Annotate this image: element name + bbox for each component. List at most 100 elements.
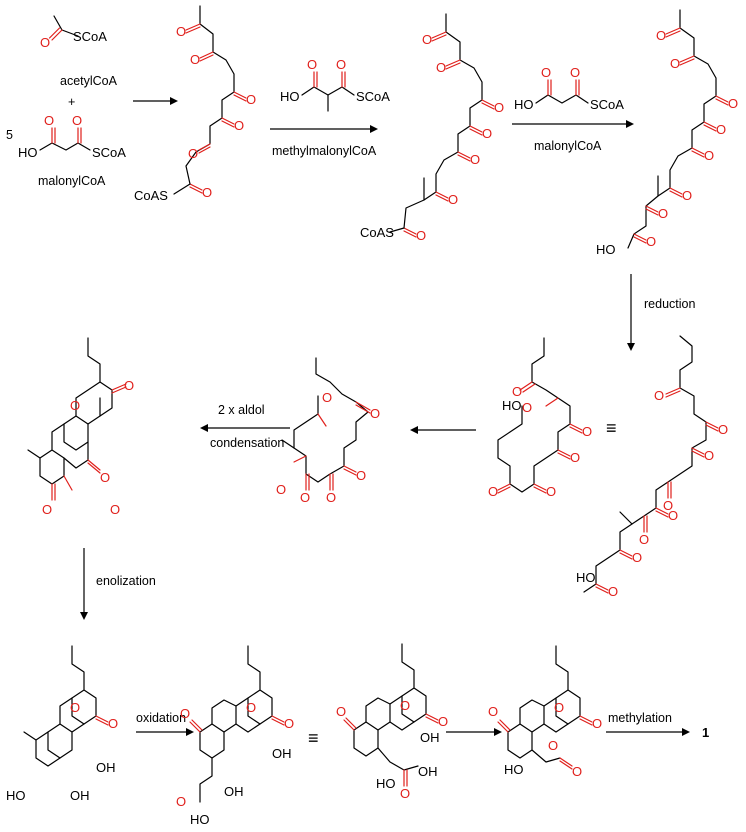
tricyclic-lactone: O O O O O HO <box>488 645 602 779</box>
atom-o: O <box>336 57 346 72</box>
atom-o: O <box>670 56 680 71</box>
atom-o: O <box>572 764 582 779</box>
atom-o: O <box>307 57 317 72</box>
hexaketide-acid-chain: O O O O O O O O HO <box>596 9 738 257</box>
atom-o: O <box>646 234 656 249</box>
atom-o: O <box>416 228 426 243</box>
chromone-dione: O O O O O <box>27 337 134 517</box>
methylmalonylcoa-label: methylmalonylCoA <box>272 144 377 158</box>
atom-o: O <box>608 584 618 599</box>
aldol-label-2: condensation <box>210 436 284 450</box>
atom-o: O <box>448 192 458 207</box>
atom-o: O <box>554 700 564 715</box>
arrow-methylmalonyl <box>270 125 378 133</box>
arrow-oxidation <box>136 728 194 736</box>
atom-o: O <box>512 384 522 399</box>
compound-number: 1 <box>702 725 709 740</box>
atom-o: O <box>682 188 692 203</box>
cyclized-intermediate: O O O O O O <box>276 357 380 505</box>
folded-polyketide: O HO O O O O O <box>488 337 592 499</box>
atom-o: O <box>300 490 310 505</box>
atom-o: O <box>718 422 728 437</box>
atom-o: O <box>541 65 551 80</box>
arrow-reduction <box>627 274 635 351</box>
atom-ho: HO <box>502 398 522 413</box>
malonylcoa-structure: O O HO SCoA <box>18 113 126 160</box>
atom-o: O <box>44 113 54 128</box>
atom-o: O <box>246 92 256 107</box>
atom-o: O <box>176 794 186 809</box>
malonylcoa-reagent-structure: O O HO SCoA <box>514 65 624 112</box>
atom-o: O <box>70 700 80 715</box>
atom-scoa: SCoA <box>73 29 107 44</box>
atom-o: O <box>658 206 668 221</box>
atom-oh: OH <box>272 746 292 761</box>
atom-oh: OH <box>96 760 116 775</box>
atom-o: O <box>488 704 498 719</box>
atom-ho: HO <box>6 788 26 803</box>
atom-o: O <box>494 100 504 115</box>
atom-o: O <box>400 698 410 713</box>
atom-ho: HO <box>514 97 534 112</box>
oxidized-intermediate: O O O OH OH O HO <box>176 645 294 827</box>
enolization-label: enolization <box>96 574 156 588</box>
atom-o: O <box>284 716 294 731</box>
atom-o: O <box>108 716 118 731</box>
atom-ho: HO <box>280 89 300 104</box>
equivalence-symbol-2: ≡ <box>308 728 319 748</box>
atom-o: O <box>322 390 332 405</box>
atom-oh: OH <box>418 764 438 779</box>
atom-oh: OH <box>420 730 440 745</box>
atom-o: O <box>70 398 80 413</box>
atom-o: O <box>728 96 738 111</box>
plus-sign: + <box>68 95 75 109</box>
arrow-enolization <box>80 548 88 620</box>
atom-o: O <box>326 490 336 505</box>
methylmalonylcoa-structure: O O HO SCoA <box>280 57 390 112</box>
atom-o: O <box>668 508 678 523</box>
atom-o: O <box>632 550 642 565</box>
atom-ho: HO <box>190 812 210 827</box>
atom-o: O <box>592 716 602 731</box>
reduction-label: reduction <box>644 297 695 311</box>
atom-o: O <box>422 32 432 47</box>
atom-o: O <box>548 738 558 753</box>
arrow-lactonization <box>446 728 502 736</box>
stoichiometry-five: 5 <box>6 128 13 142</box>
atom-o: O <box>124 378 134 393</box>
redrawn-intermediate: O O O OH HO O OH <box>336 643 448 801</box>
atom-o: O <box>40 35 50 50</box>
atom-o: O <box>639 532 649 547</box>
atom-o: O <box>716 122 726 137</box>
atom-o: O <box>470 152 480 167</box>
atom-o: O <box>276 482 286 497</box>
atom-ho: HO <box>376 776 396 791</box>
atom-o: O <box>100 470 110 485</box>
malonylcoa-step-label: malonylCoA <box>534 139 602 153</box>
arrow-aldol <box>200 424 290 432</box>
arrow-fold <box>410 426 476 434</box>
atom-scoa: SCoA <box>356 89 390 104</box>
naphthopyrone: O O OH HO OH <box>6 645 118 803</box>
atom-coas: CoAS <box>360 225 394 240</box>
atom-o: O <box>188 146 198 161</box>
acetylcoa-structure: O SCoA <box>40 15 107 50</box>
atom-o: O <box>582 424 592 439</box>
atom-o: O <box>202 185 212 200</box>
atom-o: O <box>356 468 366 483</box>
atom-o: O <box>436 60 446 75</box>
atom-o: O <box>438 714 448 729</box>
atom-o: O <box>704 148 714 163</box>
atom-o: O <box>663 498 673 513</box>
equivalence-symbol: ≡ <box>606 418 617 438</box>
atom-o: O <box>176 24 186 39</box>
atom-o: O <box>72 113 82 128</box>
atom-ho: HO <box>576 570 596 585</box>
atom-ho: HO <box>596 242 616 257</box>
atom-o: O <box>180 706 190 721</box>
atom-o: O <box>570 65 580 80</box>
atom-o: O <box>654 388 664 403</box>
arrow-malonyl <box>512 120 634 128</box>
atom-scoa: SCoA <box>92 145 126 160</box>
